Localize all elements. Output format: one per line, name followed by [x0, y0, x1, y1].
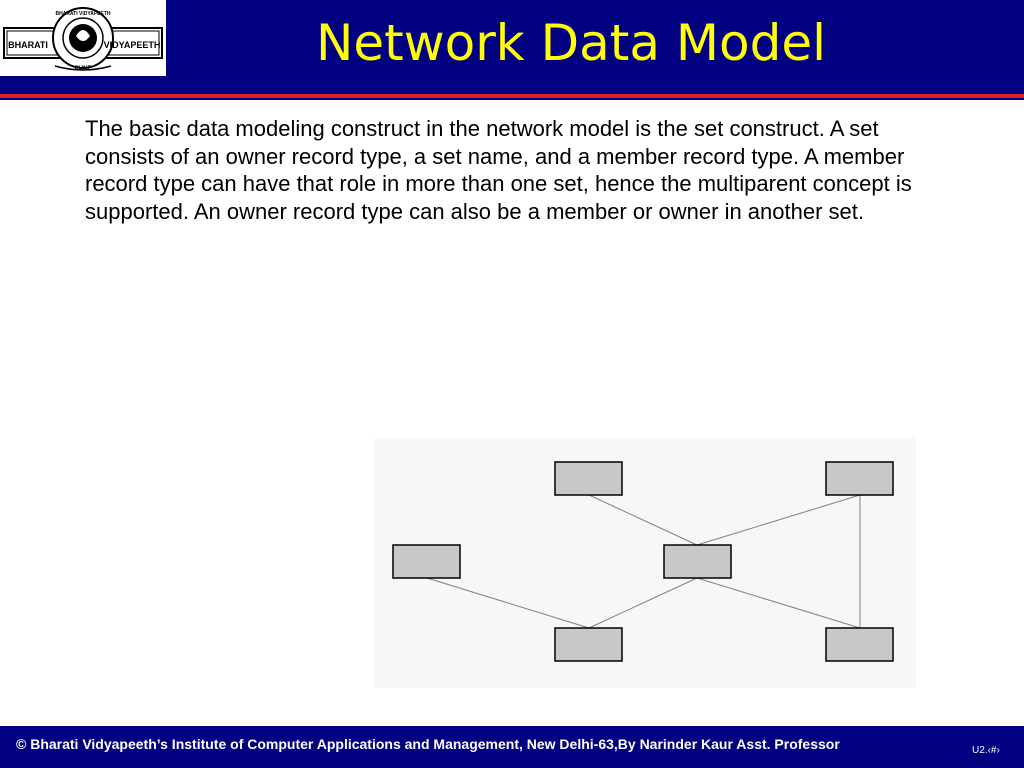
- svg-text:BHARATI VIDYAPEETH: BHARATI VIDYAPEETH: [55, 11, 110, 17]
- network-model-diagram: [374, 438, 916, 688]
- body-paragraph: The basic data modeling construct in the…: [85, 116, 912, 224]
- accent-rule: [0, 94, 1024, 98]
- divider-rule: [0, 98, 1024, 100]
- record-box-bottom-right: [825, 627, 894, 662]
- svg-text:PUNE: PUNE: [75, 66, 92, 72]
- edge-center-to-bottom-right: [696, 577, 861, 629]
- slide-number: U2.‹#›: [972, 745, 1000, 756]
- slide-title: Network Data Model: [315, 14, 827, 72]
- logo-emblem: BHARATI VIDYAPEETH BHARATI VIDYAPEETH PU…: [3, 7, 163, 72]
- institution-logo: BHARATI VIDYAPEETH BHARATI VIDYAPEETH PU…: [0, 0, 166, 76]
- edge-center-to-bottom-left: [588, 577, 698, 629]
- edge-top-left-to-center: [588, 494, 698, 546]
- header-bar: BHARATI VIDYAPEETH BHARATI VIDYAPEETH PU…: [0, 0, 1024, 94]
- record-box-left: [392, 544, 461, 579]
- footer-copyright: © Bharati Vidyapeeth’s Institute of Comp…: [16, 736, 840, 752]
- record-box-top-left: [554, 461, 623, 496]
- svg-text:VIDYAPEETH: VIDYAPEETH: [104, 40, 161, 50]
- record-box-top-right: [825, 461, 894, 496]
- record-box-bottom-left: [554, 627, 623, 662]
- edge-top-right-to-center: [696, 494, 861, 546]
- record-box-center: [663, 544, 732, 579]
- edge-left-to-bottom-left: [426, 577, 590, 629]
- footer-bar: © Bharati Vidyapeeth’s Institute of Comp…: [0, 726, 1024, 768]
- svg-text:BHARATI: BHARATI: [8, 40, 48, 50]
